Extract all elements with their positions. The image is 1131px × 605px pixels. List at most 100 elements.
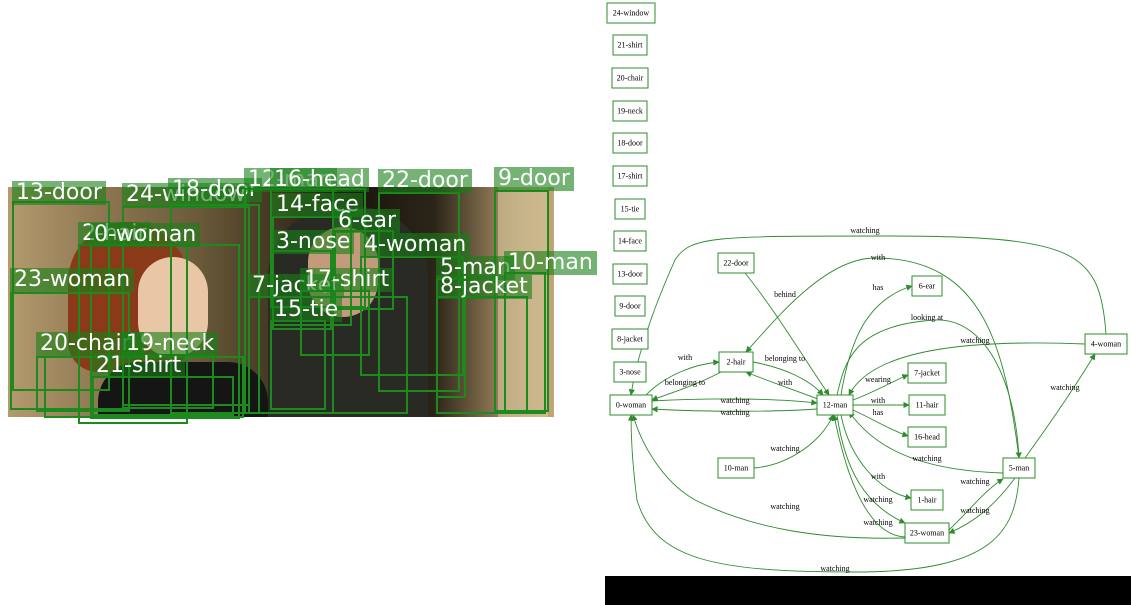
graph-edge-label: watching xyxy=(720,408,749,417)
graph-edge-label: behind xyxy=(774,290,796,299)
graph-node-label: 19-neck xyxy=(617,106,643,115)
graph-node-label: 10-man xyxy=(724,463,748,472)
black-bar xyxy=(605,576,1131,605)
graph-node-label: 21-shirt xyxy=(618,40,644,49)
graph-node-label: 6-ear xyxy=(919,281,936,290)
graph-edge-22-door-12-man: behind xyxy=(744,272,830,396)
graph-node-8-jacket: 8-jacket xyxy=(611,328,649,350)
bbox-label: 17-shirt xyxy=(300,268,394,292)
graph-node-16-head: 16-head xyxy=(907,426,947,448)
graph-node-label: 14-face xyxy=(618,236,642,245)
bbox-label: 20-chair xyxy=(36,332,135,356)
graph-node-label: 17-shirt xyxy=(618,171,644,180)
graph-node-1-hair: 1-hair xyxy=(910,489,944,511)
bbox-label: 3-nose xyxy=(272,230,355,254)
graph-node-label: 24-window xyxy=(613,8,650,17)
graph-node-24-window: 24-window xyxy=(606,2,656,24)
graph-node-15-tie: 15-tie xyxy=(614,198,646,220)
graph-node-label: 5-man xyxy=(1009,463,1029,472)
graph-edge-23-woman-0-woman: watching xyxy=(631,414,906,539)
graph-node-18-door: 18-door xyxy=(612,132,648,154)
bbox-label: 15-tie xyxy=(270,298,343,322)
graph-edge-4-woman-12-man: watching xyxy=(848,336,1086,396)
bbox-label: 13-door xyxy=(12,181,106,205)
graph-node-label: 7-jacket xyxy=(914,368,941,377)
graph-node-label: 15-tie xyxy=(621,204,640,213)
graph-node-22-door: 22-door xyxy=(717,252,755,274)
graph-node-4-woman: 4-woman xyxy=(1084,333,1128,355)
graph-edge-12-man-0-woman: watching xyxy=(651,406,818,417)
graph-node-6-ear: 6-ear xyxy=(911,275,943,297)
graph-node-14-face: 14-face xyxy=(613,230,647,252)
graph-node-label: 16-head xyxy=(914,432,940,441)
graph-node-label: 13-door xyxy=(617,269,643,278)
graph-node-label: 4-woman xyxy=(1091,339,1121,348)
graph-edge-label: watching xyxy=(863,495,892,504)
graph-edge-label: wearing xyxy=(865,375,891,384)
graph-edge-5-man-4-woman: watching xyxy=(1024,353,1096,459)
graph-edge-label: with xyxy=(871,253,885,262)
graph-node-label: 8-jacket xyxy=(617,334,644,343)
graph-edge-label: has xyxy=(873,283,884,292)
scene-graph-svg: watching with behind has looking at with belon… xyxy=(606,2,1128,573)
graph-edge-12-man-16-head: has xyxy=(852,408,909,438)
graph-node-label: 1-hair xyxy=(917,495,936,504)
graph-edge-label: watching xyxy=(770,444,799,453)
graph-node-0-woman: 0-woman xyxy=(609,394,653,416)
door-shape xyxy=(498,187,548,417)
graph-edge-12-man-2-hair: with xyxy=(745,371,824,402)
graph-node-7-jacket: 7-jacket xyxy=(907,362,947,384)
graph-edge-12-man-5-man: looking at xyxy=(836,313,1022,459)
graph-node-3-nose: 3-nose xyxy=(613,361,647,383)
graph-node-label: 23-woman xyxy=(910,528,944,537)
graph-edge-5-man-0-woman: watching xyxy=(627,414,1020,573)
graph-edge-12-man-6-ear: has xyxy=(840,283,913,396)
bbox-label: 22-door xyxy=(378,169,472,193)
graph-edge-label: with xyxy=(871,472,885,481)
graph-node-label: 12-man xyxy=(823,400,847,409)
graph-node-21-shirt: 21-shirt xyxy=(612,34,648,56)
graph-edge-label: watching xyxy=(960,336,989,345)
graph-edge-12-man-23-woman: watching xyxy=(836,414,906,524)
graph-edge-label: has xyxy=(873,408,884,417)
graph-edge-2-hair-12-man: belonging to xyxy=(752,354,824,396)
graph-node-label: 3-nose xyxy=(619,367,641,376)
graph-node-label: 20-chair xyxy=(617,73,644,82)
bbox-label: 0-woman xyxy=(90,223,201,247)
graph-edge-12-man-7-jacket: wearing xyxy=(852,374,909,401)
bbox-label: 9-door xyxy=(494,167,574,191)
graph-edge-2-hair-0-woman: belonging to xyxy=(651,370,724,401)
graph-edge-label: watching xyxy=(720,396,749,405)
graph-edge-label: belonging to xyxy=(765,354,805,363)
graph-edge-label: with xyxy=(778,378,792,387)
bbox-label: 4-woman xyxy=(360,233,471,257)
graph-edge-label: with xyxy=(871,396,885,405)
graph-node-label: 22-door xyxy=(723,258,749,267)
graph-node-20-chair: 20-chair xyxy=(611,67,649,89)
graph-edge-label: belonging to xyxy=(665,378,705,387)
graph-node-label: 2-hair xyxy=(726,357,745,366)
graph-node-19-neck: 19-neck xyxy=(612,100,648,122)
graph-node-10-man: 10-man xyxy=(717,457,755,479)
graph-node-5-man: 5-man xyxy=(1002,457,1036,479)
graph-node-12-man: 12-man xyxy=(816,394,854,416)
graph-edge-5-man-23-woman: watching xyxy=(948,477,1016,534)
graph-node-9-door: 9-door xyxy=(614,295,646,317)
graph-edge-12-man-1-hair: with xyxy=(840,414,912,501)
graph-node-label: 18-door xyxy=(617,138,643,147)
graph-edge-12-man-11-hair: with xyxy=(853,396,910,409)
bbox-label: 6-ear xyxy=(334,209,400,233)
graph-edge-10-man-12-man: watching xyxy=(753,414,834,469)
bbox-label: 16-head xyxy=(270,168,369,192)
bbox-label: 23-woman xyxy=(10,268,135,292)
bbox-label: 8-jacket xyxy=(436,275,532,299)
graph-edge-label: looking at xyxy=(911,313,944,322)
bbox-label: 10-man xyxy=(504,251,597,275)
graph-node-17-shirt: 17-shirt xyxy=(612,165,648,187)
graph-edge-4-woman-0-woman: watching xyxy=(628,226,1107,396)
scene-graph: watching with behind has looking at with belon… xyxy=(605,0,1131,605)
graph-node-label: 11-hair xyxy=(916,400,939,409)
graph-edge-label: watching xyxy=(770,502,799,511)
graph-node-label: 9-door xyxy=(619,301,641,310)
graph-edge-0-woman-12-man: watching xyxy=(651,396,818,406)
